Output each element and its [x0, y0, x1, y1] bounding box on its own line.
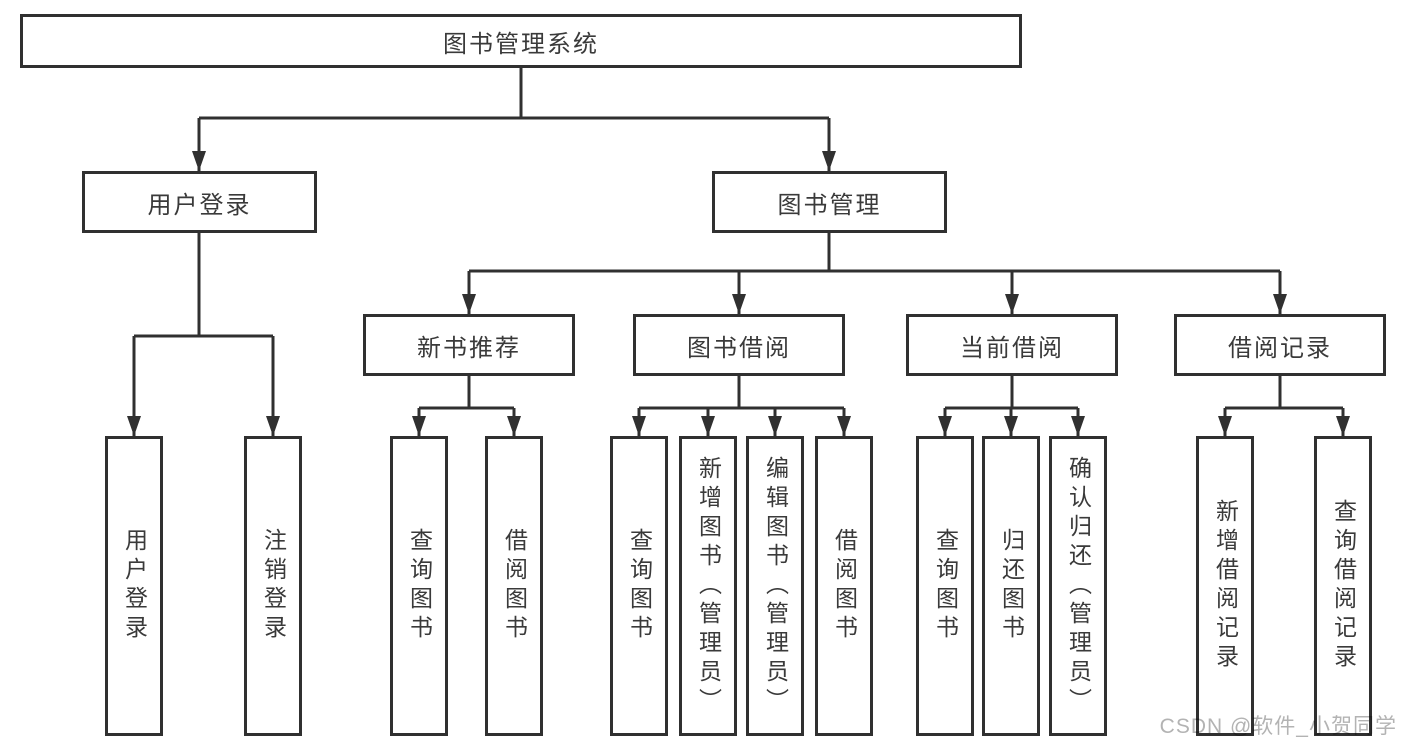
node-borrow-records: 借阅记录 [1174, 314, 1386, 376]
connector-current-borrow-children [938, 376, 1085, 436]
node-borrow-books-under-borrow: 借阅图书 [815, 436, 873, 736]
node-label: 图书管理系统 [443, 30, 599, 58]
connector-user-login-children [127, 233, 280, 436]
connector-root-to-level1 [192, 68, 836, 171]
node-confirm-return-admin: 确认归还（管理员） [1049, 436, 1107, 736]
node-query-books-under-current: 查询图书 [916, 436, 974, 736]
node-label: 用户登录 [147, 191, 252, 219]
node-label: 图书管理 [777, 191, 882, 219]
node-label: 注销登录 [260, 528, 287, 644]
node-book-management: 图书管理 [712, 171, 947, 233]
node-label: 当前借阅 [960, 334, 1064, 362]
node-label: 确认归还（管理员） [1065, 455, 1092, 717]
node-label: 借阅图书 [501, 528, 528, 644]
node-book-borrow: 图书借阅 [633, 314, 845, 376]
node-label: 借阅记录 [1228, 334, 1332, 362]
node-label: 新增借阅记录 [1212, 499, 1239, 673]
node-label: 查询图书 [626, 528, 653, 644]
node-query-books-under-borrow: 查询图书 [610, 436, 668, 736]
node-label: 用户登录 [121, 528, 148, 644]
node-add-borrow-record: 新增借阅记录 [1196, 436, 1254, 736]
node-logout-leaf: 注销登录 [244, 436, 302, 736]
connector-book-management-children [462, 233, 1287, 314]
csdn-watermark: CSDN @软件_小贺同学 [1159, 715, 1397, 738]
node-label: 借阅图书 [831, 528, 858, 644]
node-label: 归还图书 [998, 528, 1025, 644]
node-label: 新书推荐 [417, 334, 521, 362]
connector-new-book-recommend-children [412, 376, 521, 436]
node-new-book-recommend: 新书推荐 [363, 314, 575, 376]
connector-book-borrow-children [632, 376, 851, 436]
node-query-books-under-recommend: 查询图书 [390, 436, 448, 736]
node-label: 查询借阅记录 [1330, 499, 1357, 673]
node-query-borrow-record: 查询借阅记录 [1314, 436, 1372, 736]
node-user-login-leaf: 用户登录 [105, 436, 163, 736]
node-label: 图书借阅 [687, 334, 791, 362]
node-label: 编辑图书（管理员） [762, 455, 789, 717]
node-label: 查询图书 [406, 528, 433, 644]
node-label: 查询图书 [932, 528, 959, 644]
node-user-login: 用户登录 [82, 171, 317, 233]
node-edit-books-admin: 编辑图书（管理员） [746, 436, 804, 736]
node-library-management-system: 图书管理系统 [20, 14, 1022, 68]
node-add-books-admin: 新增图书（管理员） [679, 436, 737, 736]
node-borrow-books-under-recommend: 借阅图书 [485, 436, 543, 736]
connector-borrow-records-children [1218, 376, 1350, 436]
node-return-books: 归还图书 [982, 436, 1040, 736]
node-label: 新增图书（管理员） [695, 455, 722, 717]
node-current-borrow: 当前借阅 [906, 314, 1118, 376]
